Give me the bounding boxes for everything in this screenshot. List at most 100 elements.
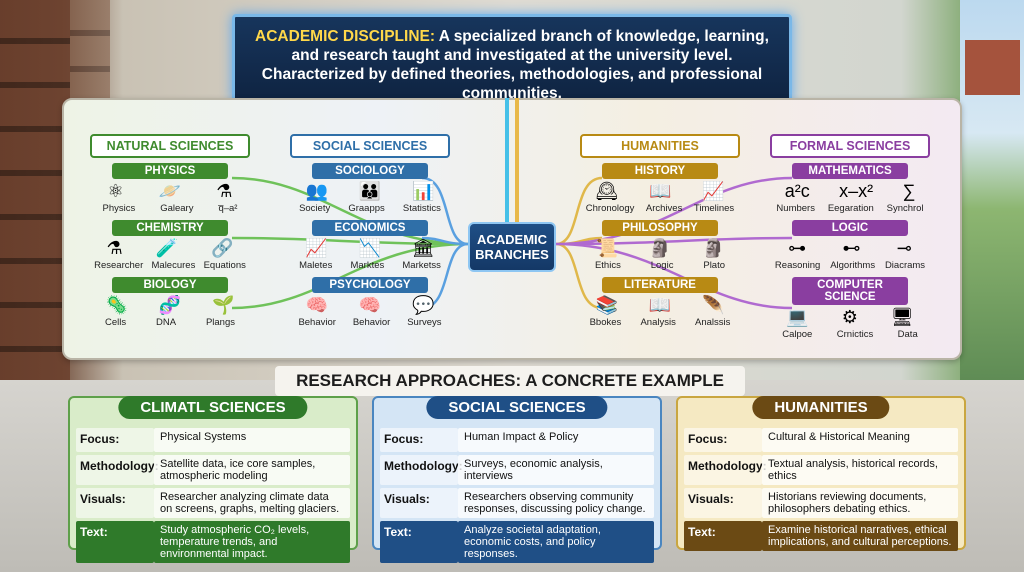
discipline-label: Timelines bbox=[693, 203, 735, 214]
research-row-value: Historians reviewing documents, philosop… bbox=[762, 488, 958, 518]
research-row-value: Physical Systems bbox=[154, 428, 350, 452]
research-card-title: SOCIAL SCIENCES bbox=[426, 396, 608, 419]
discipline-icon: ⊶ bbox=[788, 238, 807, 258]
discipline-icon: x–x² bbox=[839, 181, 874, 201]
discipline-label: Malecures bbox=[151, 260, 196, 271]
discipline-icon: 🗿 bbox=[648, 238, 672, 258]
discipline-icon: 🧪 bbox=[155, 238, 179, 258]
discipline-label: Archives bbox=[645, 203, 683, 214]
discipline-icon: 🌱 bbox=[212, 295, 235, 315]
definition-text: A specialized branch of knowledge, learn… bbox=[261, 28, 769, 102]
research-card-1: SOCIAL SCIENCES Focus:Human Impact & Poli… bbox=[372, 396, 662, 563]
discipline-icon: 🔗 bbox=[211, 238, 234, 258]
discipline-title: LOGIC bbox=[792, 220, 908, 236]
research-card-2: HUMANITIES Focus:Cultural & Historical Me… bbox=[676, 396, 966, 551]
discipline-icon: 🧠 bbox=[358, 295, 382, 315]
research-row-label: Visuals: bbox=[380, 488, 458, 518]
discipline-labels: Maletes Marktes Marketss bbox=[290, 260, 450, 271]
research-row-label: Visuals: bbox=[684, 488, 762, 518]
research-row: Methodology:Surveys, economic analysis, … bbox=[380, 455, 654, 485]
discipline-label: Galeary bbox=[160, 203, 194, 214]
research-row-label: Focus: bbox=[684, 428, 762, 452]
discipline-label: Eegaration bbox=[827, 203, 874, 214]
discipline-icon: 🧬 bbox=[158, 295, 182, 315]
research-row-value: Human Impact & Policy bbox=[458, 428, 654, 452]
campus-building bbox=[965, 40, 1020, 95]
discipline-title: PHILOSOPHY bbox=[602, 220, 718, 236]
discipline-icon: 👥 bbox=[305, 181, 328, 201]
discipline-title: PHYSICS bbox=[112, 163, 228, 179]
discipline-icons: 📈 📉 🏛 bbox=[290, 236, 450, 260]
discipline-label: Researcher bbox=[94, 260, 144, 271]
discipline-label: Numbers bbox=[776, 203, 815, 214]
discipline-icon: 👪 bbox=[358, 181, 382, 201]
discipline-icon: ⊷ bbox=[842, 238, 861, 258]
discipline-icon: a²c bbox=[784, 181, 810, 201]
research-row: Focus:Physical Systems bbox=[76, 428, 350, 452]
discipline-title: ECONOMICS bbox=[312, 220, 428, 236]
research-card-title: HUMANITIES bbox=[752, 396, 890, 419]
research-row: Visuals:Historians reviewing documents, … bbox=[684, 488, 958, 518]
discipline-label: Calpoe bbox=[782, 329, 813, 340]
branch-title: HUMANITIES bbox=[580, 134, 740, 158]
discipline-label: Graapps bbox=[348, 203, 385, 214]
research-row-label: Methodology: bbox=[380, 455, 463, 485]
research-row-value: Surveys, economic analysis, interviews bbox=[458, 455, 654, 485]
discipline-label: Maletes bbox=[299, 260, 333, 271]
research-row: Methodology:Textual analysis, historical… bbox=[684, 455, 958, 485]
research-row-label: Methodology: bbox=[684, 455, 767, 485]
discipline-icon: 🏛 bbox=[411, 238, 435, 258]
discipline-label: Behavior bbox=[352, 317, 391, 328]
research-row-label: Focus: bbox=[380, 428, 458, 452]
discipline-label: Algorithms bbox=[830, 260, 876, 271]
discipline-icon: 📜 bbox=[595, 238, 618, 258]
research-card-title: CLIMATL SCIENCES bbox=[118, 396, 308, 419]
discipline-icons: ⚗🧪🔗 bbox=[90, 236, 250, 260]
branch-title: NATURAL SCIENCES bbox=[90, 134, 250, 158]
discipline-icons: 🕰📖📈 bbox=[580, 179, 740, 203]
discipline-label: Marketss bbox=[402, 260, 441, 271]
discipline-icon: ∑ bbox=[902, 181, 916, 201]
definition-banner: ACADEMIC DISCIPLINE: A specialized branc… bbox=[232, 14, 792, 102]
discipline-label: Surveys bbox=[407, 317, 442, 328]
discipline-icons: 📜🗿🗿 bbox=[580, 236, 740, 260]
research-row-label: Focus: bbox=[76, 428, 154, 452]
branch-title: SOCIAL SCIENCES bbox=[290, 134, 450, 158]
connector-social bbox=[421, 176, 469, 310]
research-row: Text:Analyze societal adaptation, econom… bbox=[380, 521, 654, 563]
discipline-icon: 📉 bbox=[358, 238, 381, 258]
discipline-icon: ⚗ bbox=[216, 181, 233, 201]
discipline-title: COMPUTER SCIENCE bbox=[792, 277, 908, 305]
discipline-label: Chronology bbox=[585, 203, 635, 214]
discipline-icon: 🧠 bbox=[305, 295, 328, 315]
discipline-label: Marktes bbox=[350, 260, 385, 271]
discipline-label: Cells bbox=[104, 317, 127, 328]
discipline-title: LITERATURE bbox=[602, 277, 718, 293]
research-row: Focus:Human Impact & Policy bbox=[380, 428, 654, 452]
discipline-icon: 💬 bbox=[412, 295, 435, 315]
research-row-value: Cultural & Historical Meaning bbox=[762, 428, 958, 452]
discipline-icon: 🕰 bbox=[595, 181, 619, 201]
discipline-icon: 🖥 bbox=[890, 307, 914, 327]
discipline-label: Data bbox=[897, 329, 918, 340]
research-row-value: Examine historical narratives, ethical i… bbox=[762, 521, 958, 551]
research-row: Text:Study atmospheric CO₂ levels, tempe… bbox=[76, 521, 350, 563]
discipline-icon: 📈 bbox=[305, 238, 328, 258]
research-row-value: Researcher analyzing climate data on scr… bbox=[154, 488, 350, 518]
discipline-icons: 👥👪📊 bbox=[290, 179, 450, 203]
research-row-label: Visuals: bbox=[76, 488, 154, 518]
discipline-label: Reasoning bbox=[774, 260, 821, 271]
